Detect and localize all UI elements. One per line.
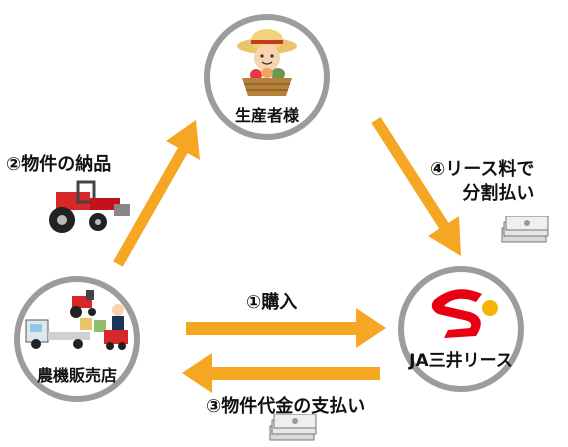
ja-label: JA三井リース [409, 351, 513, 371]
farmer-illustration [237, 29, 297, 96]
dealer-node: 農機販売店 [14, 276, 140, 402]
ja-logo [431, 289, 498, 338]
purchase-label: ①購入 [246, 292, 298, 313]
arrow-payment [182, 353, 380, 393]
arrow-delivery [113, 120, 200, 267]
delivery-label: ②物件の納品 [6, 154, 112, 175]
dealer-label: 農機販売店 [36, 366, 117, 385]
payment-label: ③物件代金の支払い [206, 396, 366, 417]
producer-node: 生産者様 [204, 14, 330, 140]
lease-label: ④リース料で 分割払い [430, 158, 534, 206]
dealer-illustration [25, 290, 128, 350]
arrow-purchase [186, 308, 386, 348]
money-stack-icon [501, 216, 549, 243]
money-stack-icon [269, 414, 317, 441]
ja-node: JA三井リース [398, 266, 524, 392]
lease-label-line1: ④リース料で [430, 159, 535, 180]
lease-label-line2: 分割払い [462, 183, 535, 204]
producer-label: 生産者様 [234, 106, 299, 125]
arrow-lease [371, 117, 461, 256]
